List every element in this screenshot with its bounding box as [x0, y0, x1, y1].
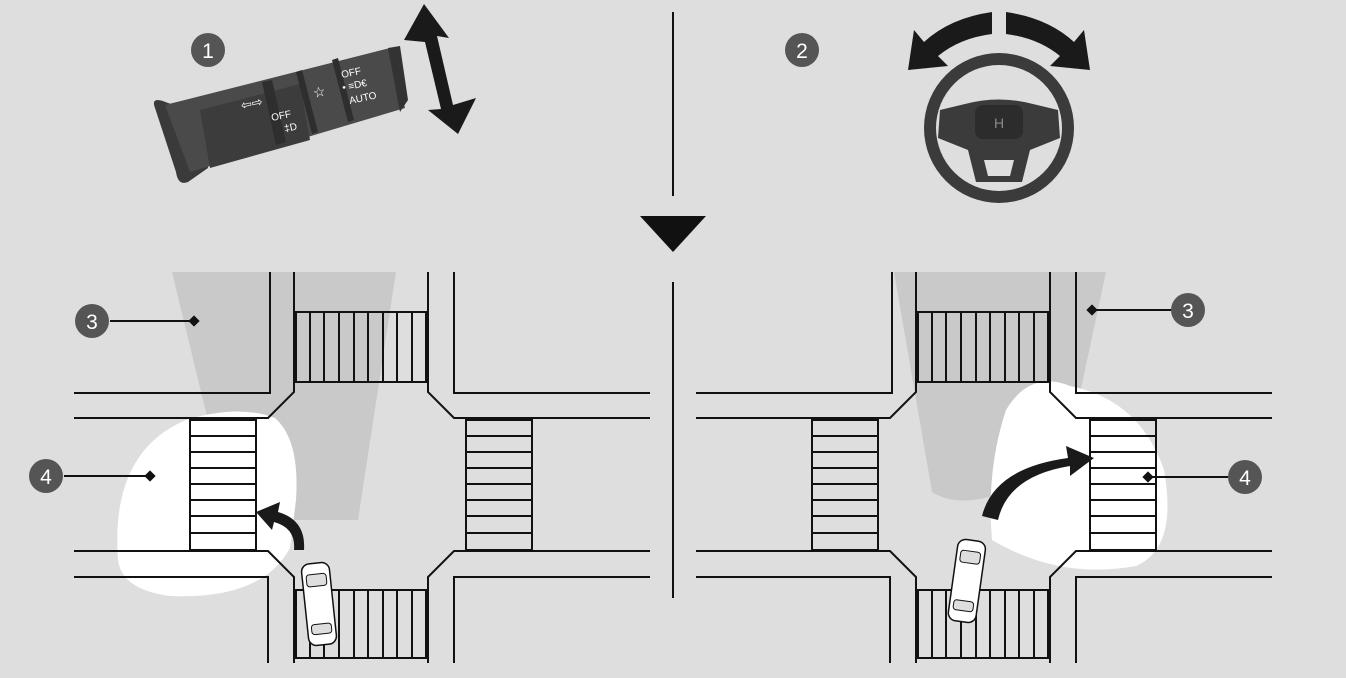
- fog-symbol-label: ‡D: [283, 122, 298, 135]
- car-icon: [300, 561, 338, 647]
- steering-wheel: H: [924, 53, 1074, 203]
- light-off-label: OFF: [340, 66, 362, 81]
- turn-signal-arrows: ⇦⇨: [240, 94, 265, 113]
- callout-4-right-number: 4: [1239, 467, 1251, 490]
- turn-arrow-icon: [982, 446, 1094, 520]
- callout-3-left-number: 3: [86, 311, 98, 334]
- step-2-badge: 2: [785, 33, 819, 67]
- callout-4-left: 4: [29, 459, 156, 493]
- rotate-left-right-arrow-icon: [908, 12, 1090, 70]
- cornering-light-area: [117, 411, 297, 597]
- callout-3-left: 3: [75, 304, 200, 338]
- intersection-left: 3 4: [29, 272, 650, 663]
- car-icon: [947, 538, 987, 624]
- callout-4-right: 4: [1142, 460, 1262, 494]
- down-triangle-icon: [640, 216, 706, 252]
- callout-4-left-number: 4: [40, 466, 52, 489]
- cornering-light-area: [990, 381, 1168, 570]
- light-switch-stalk: [153, 46, 408, 183]
- step-1-badge: 1: [191, 33, 225, 67]
- up-down-arrow-icon: [404, 4, 476, 134]
- intersection-right: 3 4: [696, 272, 1272, 663]
- fog-off-label: OFF: [270, 109, 292, 124]
- callout-3-right: 3: [1086, 293, 1205, 327]
- stalk-labels: ⇦⇨ OFF ‡D ☆ OFF • ≡D€ AUTO: [240, 66, 378, 135]
- step-2-number: 2: [796, 40, 808, 63]
- turn-arrow-icon: [256, 502, 305, 550]
- callout-3-right-number: 3: [1182, 300, 1194, 323]
- parking-light-label: • ≡D€: [341, 78, 368, 94]
- sun-icon: ☆: [311, 83, 327, 101]
- step-1-number: 1: [202, 40, 214, 63]
- steering-emblem: H: [994, 115, 1004, 131]
